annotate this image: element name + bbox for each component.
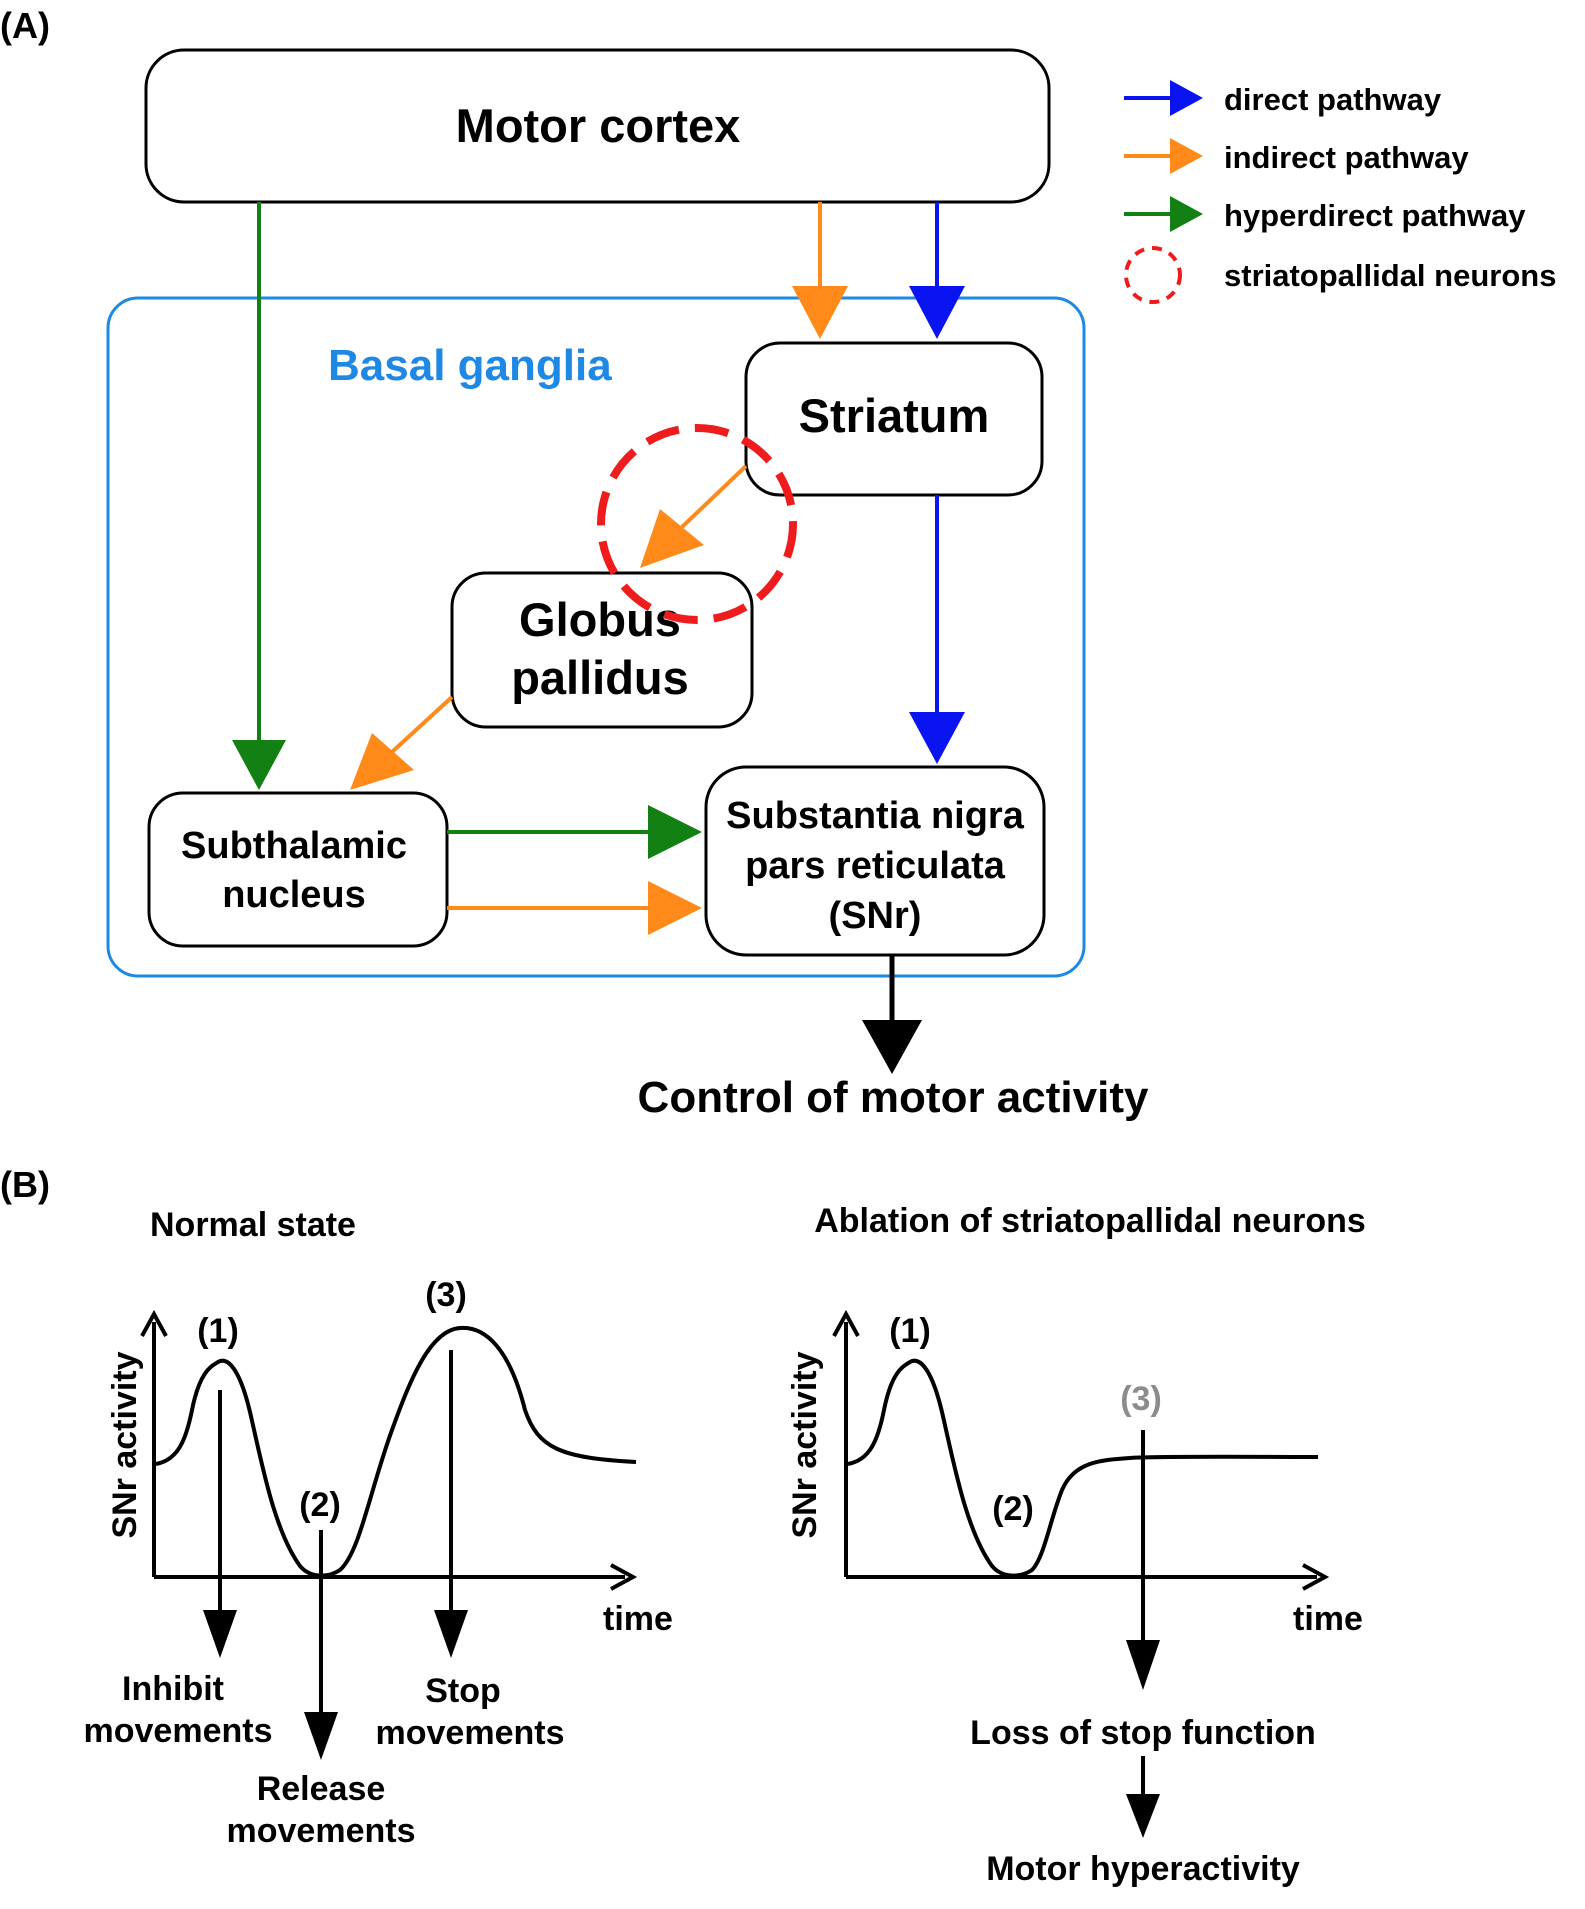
outcome-release-line1: Release [257, 1770, 386, 1808]
legend-hyperdirect-arrowhead [1170, 196, 1203, 232]
outcome-release-line2: movements [227, 1812, 416, 1850]
legend-direct-label: direct pathway [1224, 82, 1442, 117]
ablation-final-arrow-head [1126, 1794, 1160, 1838]
globus-pallidus-box [450, 571, 754, 729]
normal-arrow-2-head [304, 1712, 338, 1760]
ablation-outcome: Loss of stop function [970, 1714, 1316, 1752]
ablation-point-1: (1) [889, 1312, 931, 1350]
hyperdirect-arrowhead-snr [648, 805, 702, 859]
normal-y-axis-arrow [140, 1309, 168, 1337]
ablation-title: Ablation of striatopallidal neurons [814, 1202, 1366, 1240]
indirect-line-gp-stn [390, 695, 454, 754]
direct-arrowhead-snr [909, 712, 965, 764]
normal-point-1: (1) [197, 1312, 239, 1350]
motor-cortex-box [144, 48, 1051, 204]
striatum-label: Striatum [799, 389, 990, 442]
globus-pallidus-label-line2: pallidus [511, 651, 689, 704]
legend-hyperdirect-label: hyperdirect pathway [1224, 198, 1526, 233]
indirect-arrowhead-striatum [792, 286, 848, 339]
basal-ganglia-region [106, 296, 1086, 978]
indirect-arrowhead-gp [640, 509, 704, 568]
ablation-point-3: (3) [1120, 1380, 1162, 1418]
subthalamic-nucleus-box [147, 791, 449, 948]
motor-cortex-label: Motor cortex [456, 99, 741, 152]
snr-label-line2: pars reticulata [745, 845, 1006, 887]
ablation-point-2: (2) [992, 1490, 1034, 1528]
legend-indirect-arrowhead [1170, 138, 1203, 174]
ablation-y-axis-arrow [832, 1309, 860, 1337]
normal-x-axis-arrow [610, 1563, 638, 1591]
basal-ganglia-label: Basal ganglia [328, 341, 612, 390]
indirect-arrowhead-snr [648, 881, 702, 935]
outcome-inhibit-line2: movements [84, 1712, 273, 1750]
snr-box [704, 765, 1046, 957]
legend: direct pathway indirect pathway hyperdir… [1124, 80, 1556, 304]
indirect-line-striatum-gp [680, 464, 748, 529]
legend-direct-arrowhead [1170, 80, 1203, 116]
snr-label-line3: (SNr) [829, 895, 922, 937]
ablation-x-axis-arrow [1302, 1563, 1330, 1591]
outcome-inhibit-line1: Inhibit [122, 1670, 224, 1708]
normal-ylabel: SNr activity [106, 1351, 144, 1538]
normal-point-2: (2) [299, 1486, 341, 1524]
panel-a-label: (A) [0, 5, 50, 46]
subthalamic-nucleus-label-line2: nucleus [222, 874, 366, 916]
hyperdirect-arrowhead-stn [232, 740, 286, 790]
direct-arrowhead-striatum [909, 286, 965, 339]
ablation-arrow-3-head [1126, 1640, 1160, 1690]
striatopallidal-neurons-circle [597, 424, 797, 624]
normal-arrow-1-head [203, 1610, 237, 1658]
panel-b-label: (B) [0, 1164, 50, 1205]
output-arrowhead [862, 1020, 922, 1074]
indirect-arrowhead-stn [350, 733, 414, 790]
subthalamic-nucleus-label-line1: Subthalamic [181, 825, 407, 867]
output-label: Control of motor activity [638, 1073, 1149, 1122]
ablation-activity-curve [847, 1358, 1319, 1578]
outcome-stop-line2: movements [376, 1714, 565, 1752]
ablation-xlabel: time [1293, 1600, 1363, 1638]
ablation-ylabel: SNr activity [786, 1351, 824, 1538]
normal-activity-curve [155, 1325, 637, 1578]
legend-striatopallidal-label: striatopallidal neurons [1224, 258, 1556, 293]
normal-xlabel: time [603, 1600, 673, 1638]
globus-pallidus-label-line1: Globus [519, 593, 681, 646]
normal-arrow-3-head [434, 1610, 468, 1658]
normal-title: Normal state [150, 1206, 356, 1244]
snr-label-line1: Substantia nigra [726, 795, 1025, 837]
legend-striatopallidal-circle [1124, 246, 1182, 304]
striatum-box [744, 341, 1044, 497]
normal-point-3: (3) [425, 1276, 467, 1314]
ablation-final: Motor hyperactivity [986, 1850, 1300, 1888]
legend-indirect-label: indirect pathway [1224, 140, 1469, 175]
outcome-stop-line1: Stop [425, 1672, 501, 1710]
